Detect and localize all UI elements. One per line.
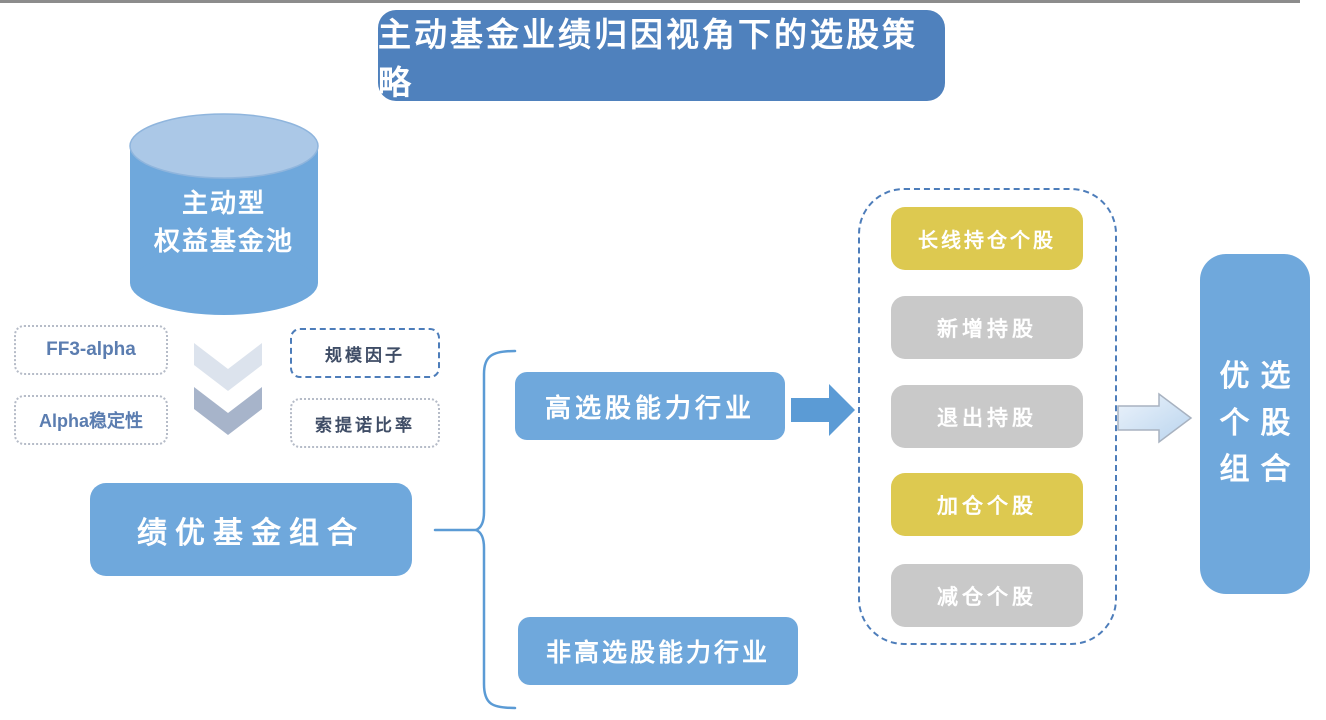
arrow-right-light-icon	[1117, 392, 1193, 444]
filter-size-factor: 规模因子	[290, 328, 440, 378]
fund-pool-label: 主动型 权益基金池	[128, 112, 320, 317]
filter-sortino-ratio: 索提诺比率	[290, 398, 440, 448]
top-fund-portfolio-box: 绩优基金组合	[90, 483, 412, 576]
high-selection-industry-label: 高选股能力行业	[544, 392, 755, 423]
holding-new-positions-label: 新增持股	[937, 317, 1037, 341]
holding-reduced-positions: 减仓个股	[891, 564, 1083, 627]
holding-exited-positions: 退出持股	[891, 385, 1083, 448]
top-fund-portfolio-label: 绩优基金组合	[137, 516, 365, 550]
result-line3: 组合	[1219, 453, 1302, 487]
holding-reduced-positions-label: 减仓个股	[937, 585, 1037, 609]
high-selection-industry-box: 高选股能力行业	[515, 372, 785, 440]
arrow-right-icon	[791, 384, 855, 436]
filter-alpha-stability: Alpha稳定性	[14, 395, 168, 445]
diagram-title-text: 主动基金业绩归因视角下的选股策略	[378, 15, 918, 101]
brace-connector	[433, 349, 517, 710]
fund-pool-line2: 权益基金池	[153, 225, 294, 256]
filter-ff3-alpha: FF3-alpha	[14, 325, 168, 375]
holding-exited-positions-label: 退出持股	[937, 406, 1037, 430]
fund-pool-line1: 主动型	[181, 187, 266, 218]
result-line1: 优选	[1219, 360, 1302, 394]
filter-sortino-ratio-label: 索提诺比率	[315, 415, 415, 435]
chevron-down-icon	[194, 343, 262, 435]
fund-pool-cylinder-icon	[129, 113, 319, 315]
selected-stock-portfolio-box: 优选 个股 组合	[1200, 254, 1310, 594]
holding-increased-positions: 加仓个股	[891, 473, 1083, 536]
filter-size-factor-label: 规模因子	[325, 345, 405, 365]
filter-alpha-stability-label: Alpha稳定性	[38, 411, 143, 431]
filter-ff3-alpha-label: FF3-alpha	[46, 339, 136, 360]
diagram-title: 主动基金业绩归因视角下的选股策略	[378, 10, 945, 101]
top-border-line	[0, 0, 1300, 3]
result-line2: 个股	[1219, 406, 1302, 440]
holdings-panel	[858, 188, 1117, 645]
non-high-selection-industry-box: 非高选股能力行业	[518, 617, 798, 685]
holding-long-term: 长线持仓个股	[891, 207, 1083, 270]
holding-long-term-label: 长线持仓个股	[918, 230, 1056, 252]
holding-increased-positions-label: 加仓个股	[937, 494, 1037, 518]
holding-new-positions: 新增持股	[891, 296, 1083, 359]
non-high-selection-industry-label: 非高选股能力行业	[545, 639, 770, 667]
